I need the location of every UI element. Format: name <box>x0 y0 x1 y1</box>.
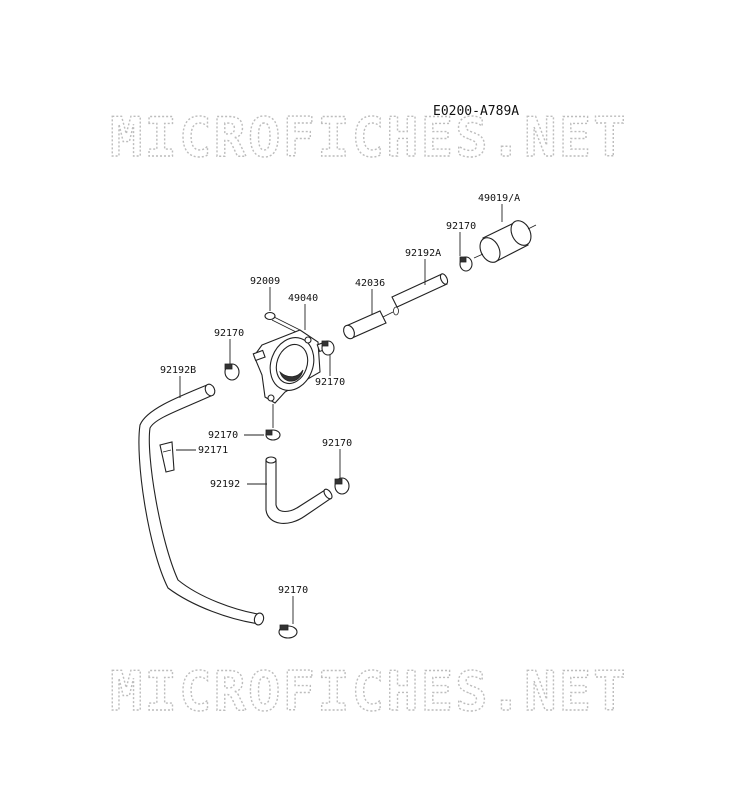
watermark-bottom: MICROFICHES.NET <box>110 660 628 723</box>
diagram-code: E0200-A789A <box>433 104 519 119</box>
label-clamp-bottom: 92170 <box>278 585 308 596</box>
label-clamp-filter: 92170 <box>446 221 476 232</box>
fuel-filter[interactable] <box>473 217 537 265</box>
clamp-bottom[interactable] <box>278 624 298 639</box>
label-hose-92192: 92192 <box>210 479 240 490</box>
clamp-pump-bottom[interactable] <box>265 429 281 441</box>
watermark-top: MICROFICHES.NET <box>110 106 628 169</box>
label-clip: 92171 <box>198 445 228 456</box>
label-fuel-filter: 49019/A <box>478 193 520 204</box>
hose-92192b[interactable] <box>138 383 265 626</box>
label-fuel-pump: 49040 <box>288 293 318 304</box>
screw-92009[interactable] <box>264 311 301 334</box>
label-hose-92192b: 92192B <box>160 365 196 376</box>
label-clamp-pump-right: 92170 <box>315 377 345 388</box>
clamp-filter[interactable] <box>459 256 473 272</box>
label-clamp-pump-bottom: 92170 <box>208 430 238 441</box>
label-hose-92192a: 92192A <box>405 248 441 259</box>
clamp-hose-right[interactable] <box>334 477 350 495</box>
label-clamp-pump-left: 92170 <box>214 328 244 339</box>
label-pipe: 42036 <box>355 278 385 289</box>
pipe-42036[interactable] <box>342 306 399 340</box>
clamp-pump-right[interactable] <box>321 340 335 356</box>
hose-92192[interactable] <box>265 456 334 524</box>
clip-92171[interactable] <box>159 441 175 473</box>
hose-92192a[interactable] <box>391 273 449 308</box>
clamp-pump-left[interactable] <box>224 363 240 381</box>
fuel-pump[interactable] <box>252 329 330 404</box>
label-screw: 92009 <box>250 276 280 287</box>
label-clamp-hose-right: 92170 <box>322 438 352 449</box>
